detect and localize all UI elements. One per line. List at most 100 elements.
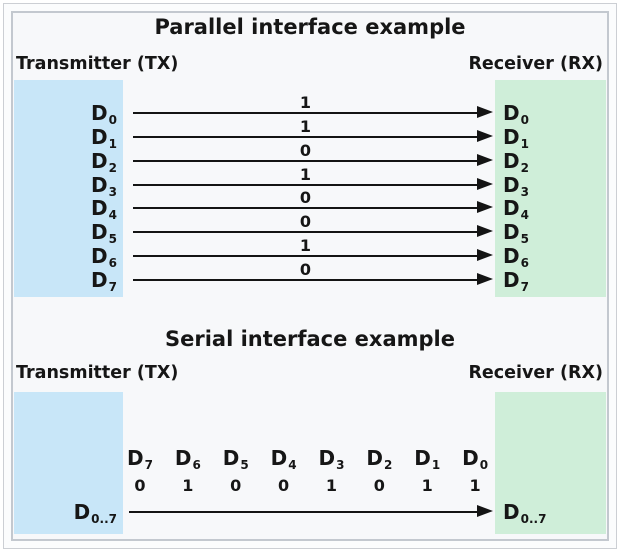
parallel-line-row-d2: D2 0 D2: [0, 143, 620, 176]
bit-index-label: D5: [212, 446, 260, 473]
bit-value: 1: [299, 236, 312, 255]
parallel-line-row-d1: D1 1 D1: [0, 119, 620, 152]
arrowhead-icon: [477, 225, 493, 238]
bit-value: 1: [299, 165, 312, 184]
wire-line: [133, 135, 478, 139]
tx-pin-label: D3: [14, 173, 117, 200]
rx-pin-label: D2: [503, 149, 529, 176]
parallel-line-row-d7: D7 0 D7: [0, 262, 620, 295]
pin-letter: D: [503, 125, 520, 149]
bit-value: 1: [182, 476, 194, 495]
pin-letter: D: [91, 101, 108, 125]
serial-transmitter-label: Transmitter (TX): [16, 363, 179, 383]
parallel-line-row-d3: D3 1 D3: [0, 167, 620, 200]
bit-index-label: D1: [403, 446, 451, 473]
pin-letter: D: [503, 220, 520, 244]
pin-letter: D: [73, 500, 91, 524]
pin-subscript: 4: [108, 208, 117, 222]
pin-subscript: 1: [431, 458, 441, 472]
bit-index-label: D3: [308, 446, 356, 473]
pin-letter: D: [503, 101, 520, 125]
bit-value: 1: [469, 476, 481, 495]
pin-letter: D: [414, 446, 431, 470]
bit-value: 0: [299, 212, 312, 231]
pin-letter: D: [91, 149, 108, 173]
pin-letter: D: [366, 446, 383, 470]
pin-subscript: 5: [520, 232, 529, 246]
pin-subscript: 4: [288, 458, 297, 472]
wire-line: [133, 183, 478, 187]
wire-line: [133, 230, 478, 234]
serial-bit-column-d5: D5 0: [212, 446, 260, 494]
pin-subscript: 2: [108, 161, 117, 175]
bit-value: 0: [299, 188, 312, 207]
rx-pin-label: D3: [503, 173, 529, 200]
serial-bit-column-d4: D4 0: [260, 446, 308, 494]
pin-subscript: 2: [520, 161, 529, 175]
bit-index-label: D7: [116, 446, 164, 473]
arrowhead-icon: [477, 273, 493, 286]
tx-pin-label: D6: [14, 244, 117, 271]
pin-subscript: 0: [108, 113, 117, 127]
pin-letter: D: [91, 244, 108, 268]
pin-subscript: 7: [108, 280, 117, 294]
bit-value: 1: [325, 476, 337, 495]
rx-pin-label: D5: [503, 220, 529, 247]
pin-letter: D: [503, 149, 520, 173]
serial-receiver-box: [495, 392, 606, 534]
serial-bit-sequence: D7 0 D6 1 D5 0 D4 0 D3 1 D2 0 D1 1 D0 1: [116, 446, 499, 494]
tx-pin-label: D0: [14, 101, 117, 128]
pin-letter: D: [318, 446, 336, 470]
wire-line: [133, 206, 478, 210]
pin-subscript: 7: [144, 458, 153, 472]
pin-subscript: 5: [108, 232, 117, 246]
pin-subscript: 3: [336, 458, 345, 472]
parallel-line-row-d4: D4 0 D4: [0, 190, 620, 223]
pin-letter: D: [91, 220, 108, 244]
wire-line: [133, 159, 478, 163]
pin-subscript: 2: [383, 458, 393, 472]
rx-pin-label: D1: [503, 125, 529, 152]
serial-bit-column-d7: D7 0: [116, 446, 164, 494]
bit-value: 1: [421, 476, 433, 495]
pin-subscript: 6: [520, 256, 529, 270]
pin-letter: D: [91, 173, 108, 197]
pin-letter: D: [91, 196, 108, 220]
bit-index-label: D4: [260, 446, 308, 473]
parallel-receiver-label: Receiver (RX): [468, 54, 603, 74]
serial-bit-column-d0: D0 1: [451, 446, 499, 494]
pin-subscript: 1: [108, 137, 117, 151]
pin-subscript: 4: [520, 208, 529, 222]
pin-subscript: 3: [108, 185, 117, 199]
bit-value: 0: [373, 476, 385, 495]
pin-letter: D: [174, 446, 192, 470]
rx-pin-label: D4: [503, 196, 529, 223]
serial-bit-column-d1: D1 1: [403, 446, 451, 494]
wire-line: [133, 111, 478, 115]
arrowhead-icon: [477, 154, 493, 167]
pin-subscript: 5: [240, 458, 249, 472]
bit-value: 0: [230, 476, 242, 495]
serial-transmitter-box: [14, 392, 123, 534]
tx-pin-label: D7: [14, 268, 117, 295]
parallel-line-row-d5: D5 0 D5: [0, 214, 620, 247]
bit-value: 1: [299, 117, 312, 136]
wire-line: [133, 278, 478, 282]
serial-bit-column-d6: D6 1: [164, 446, 212, 494]
pin-subscript: 7: [520, 280, 529, 294]
pin-subscript: 0..7: [91, 512, 117, 526]
arrowhead-icon: [477, 201, 493, 214]
serial-tx-bus-label: D0..7: [14, 500, 117, 527]
parallel-section-title: Parallel interface example: [154, 15, 466, 39]
tx-pin-label: D4: [14, 196, 117, 223]
bit-value: 0: [277, 476, 290, 495]
pin-subscript: 0..7: [520, 512, 547, 526]
rx-pin-label: D6: [503, 244, 529, 271]
pin-subscript: 6: [192, 458, 201, 472]
pin-letter: D: [503, 173, 520, 197]
arrowhead-icon: [477, 249, 493, 262]
bit-value: 0: [299, 260, 312, 279]
pin-letter: D: [270, 446, 288, 470]
rx-pin-label: D0: [503, 101, 529, 128]
pin-subscript: 6: [108, 256, 117, 270]
